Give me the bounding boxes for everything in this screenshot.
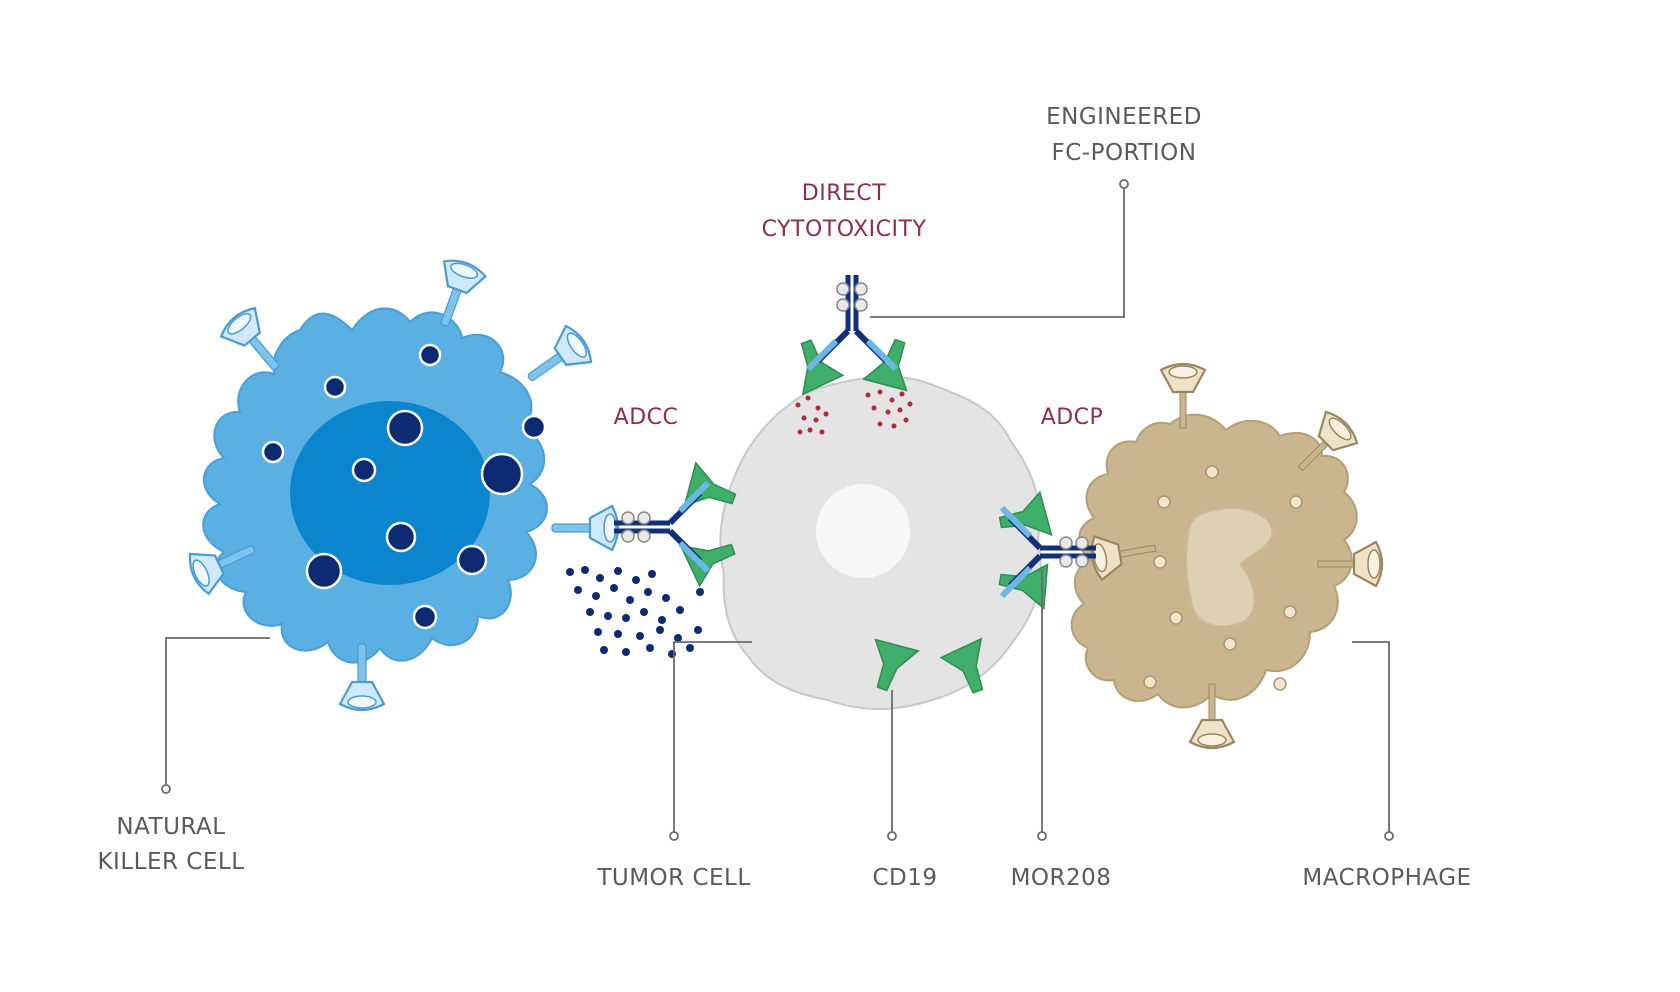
leader-natural-killer: [165, 637, 270, 786]
leader-end-macrophage: [1384, 831, 1394, 841]
component-labels: ENGINEERED FC-PORTION NATURAL KILLER CEL…: [97, 104, 1471, 891]
adcc-label: ADCC: [614, 405, 679, 430]
nk-granules: [261, 343, 547, 630]
leader-lines: [161, 179, 1394, 841]
leader-end-mor208: [1037, 831, 1047, 841]
macrophage-label: MACROPHAGE: [1302, 865, 1471, 891]
leader-engineered-fc: [870, 187, 1125, 318]
tumor-cell: [680, 333, 1053, 710]
nk-nucleus: [290, 401, 490, 585]
cytotoxic-granules-released: [566, 566, 704, 658]
natural-killer-cell: [183, 254, 704, 712]
tumor-nucleus: [816, 484, 910, 578]
leader-tumor-cell: [673, 641, 752, 833]
cd19-label: CD19: [872, 865, 937, 891]
direct-cytotoxicity-label-line2: CYTOTOXICITY: [762, 217, 927, 242]
leader-macrophage: [1352, 641, 1390, 833]
antibody-adcc: [614, 483, 708, 571]
mor208-label: MOR208: [1011, 865, 1112, 891]
natural-killer-label-line1: NATURAL: [116, 814, 225, 840]
leader-end-cd19: [887, 831, 897, 841]
direct-cytotoxicity-dots: [795, 389, 913, 435]
tumor-cell-label: TUMOR CELL: [596, 865, 750, 891]
engineered-fc-label-line2: FC-PORTION: [1051, 140, 1196, 166]
leader-end-natural-killer: [161, 784, 171, 794]
mechanism-labels: DIRECT CYTOTOXICITY ADCC ADCP: [614, 181, 1104, 430]
antibody-direct: [808, 275, 896, 369]
leader-end-engineered-fc: [1119, 179, 1129, 189]
macrophage: [1070, 362, 1384, 750]
natural-killer-label-line2: KILLER CELL: [97, 849, 244, 875]
leader-end-tumor-cell: [669, 831, 679, 841]
adcp-label: ADCP: [1041, 405, 1104, 430]
engineered-fc-label-line1: ENGINEERED: [1046, 104, 1202, 130]
macrophage-granules: [1143, 465, 1303, 691]
direct-cytotoxicity-label-line1: DIRECT: [802, 181, 886, 206]
macrophage-nucleus: [1185, 507, 1273, 627]
